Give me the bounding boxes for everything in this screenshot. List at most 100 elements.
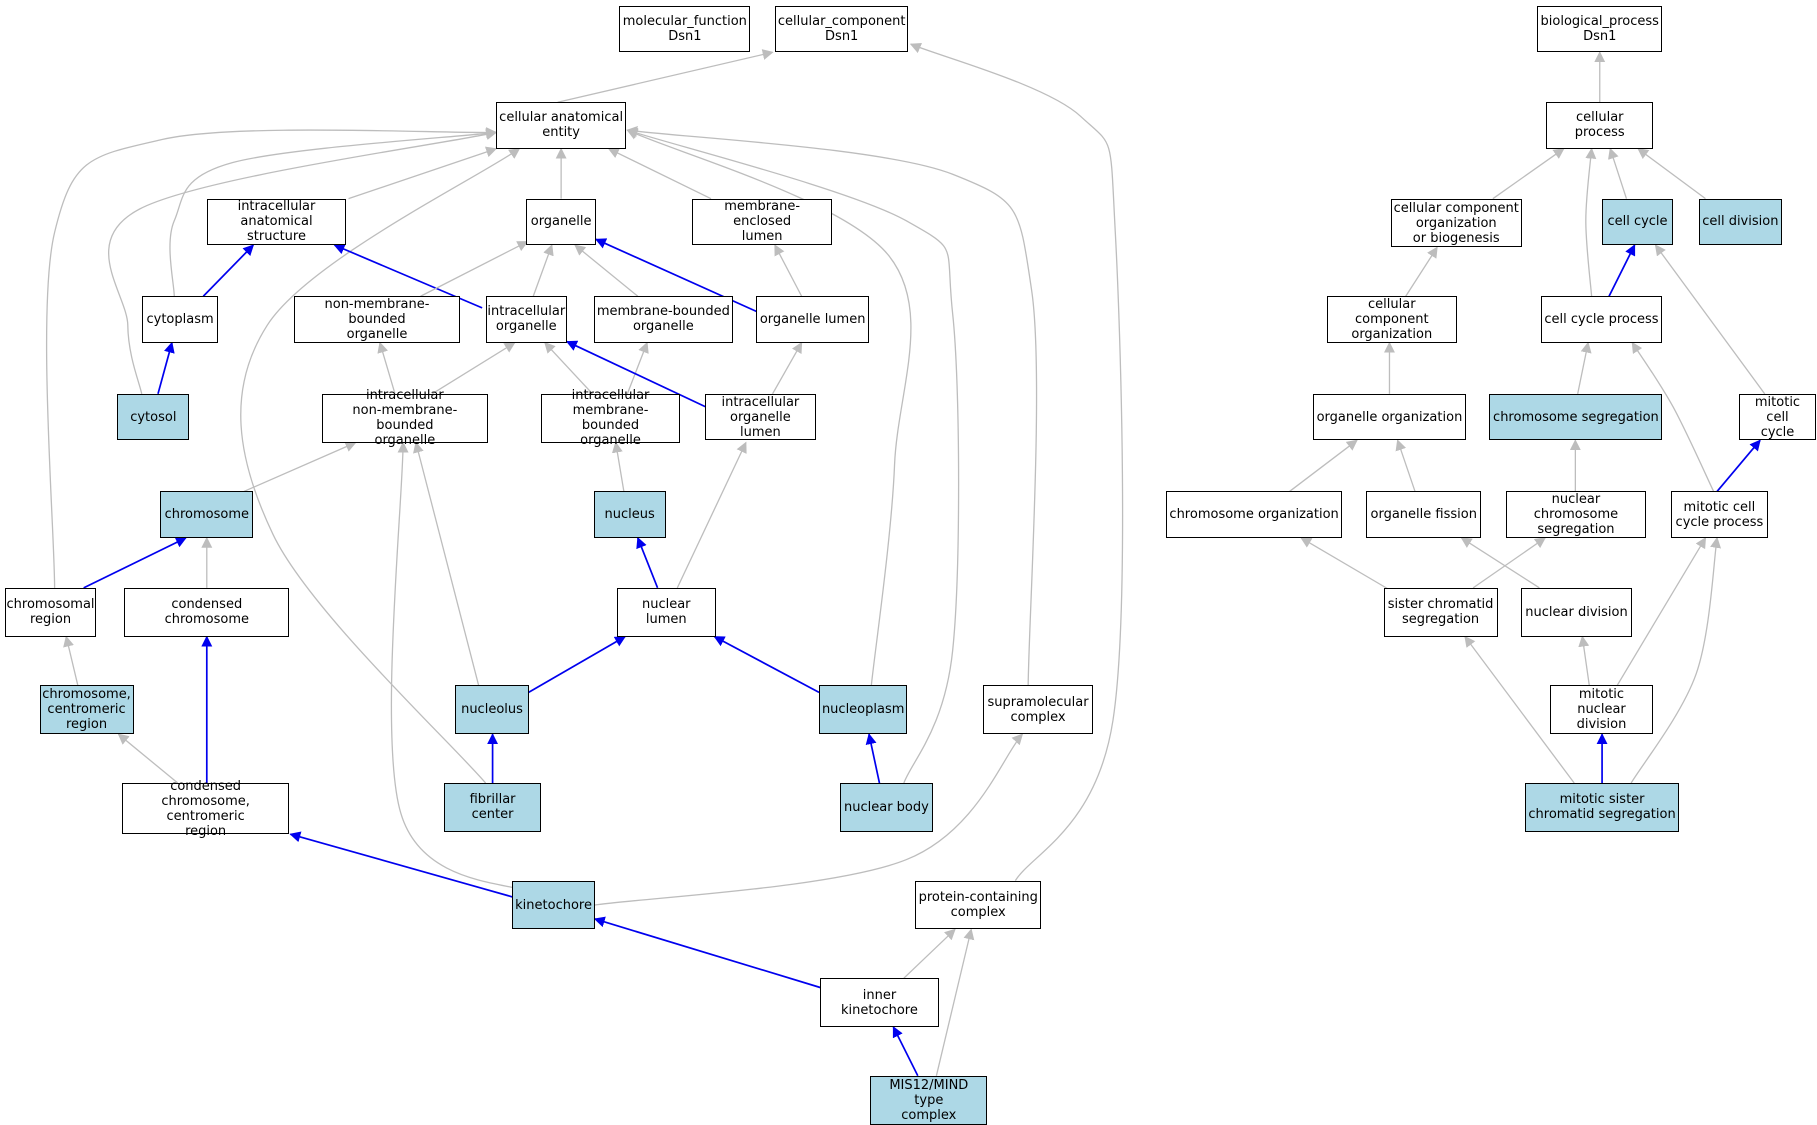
- edge-cyto-to-cae: [169, 128, 498, 297]
- node-cco[interactable]: cellular component organization: [1326, 296, 1457, 343]
- node-oorg[interactable]: organelle organization: [1312, 393, 1467, 441]
- edge-ik-to-pcc: [903, 928, 956, 979]
- edge-kin-to-inmbo: [390, 441, 538, 896]
- node-cytosol[interactable]: cytosol: [117, 393, 190, 441]
- edge-scs-to-ncs: [1472, 537, 1547, 589]
- node-cae[interactable]: cellular anatomical entity: [496, 102, 627, 149]
- node-nuc[interactable]: nucleus: [593, 491, 666, 538]
- edge-ndiv-to-ofis: [1460, 537, 1540, 589]
- node-cccr[interactable]: condensed chromosome, centromeric region: [121, 779, 290, 839]
- edge-mis12-to-ik: [892, 1026, 919, 1077]
- edge-cseg-to-ccp: [1577, 341, 1592, 394]
- node-inmbo[interactable]: intracellular non-membrane-bounded organ…: [321, 388, 488, 448]
- node-mscs[interactable]: mitotic sister chromatid segregation: [1525, 783, 1679, 832]
- edge-npl-to-nl: [713, 635, 820, 694]
- edge-chr-to-inmbo: [243, 441, 357, 493]
- node-io[interactable]: intracellular organelle: [485, 296, 567, 343]
- edge-mnd-to-ndiv: [1578, 635, 1590, 686]
- edge-ias-to-cae: [348, 146, 498, 200]
- node-mf[interactable]: molecular_function Dsn1: [619, 5, 751, 53]
- node-iol[interactable]: intracellular organelle lumen: [705, 393, 816, 441]
- node-ccp[interactable]: cell cycle process: [1540, 296, 1663, 343]
- edge-cytosol-to-cyto: [157, 341, 175, 395]
- edge-fc-to-cae: [240, 148, 521, 784]
- edge-pcc-to-cc: [909, 42, 1124, 881]
- edge-ik-to-kin: [593, 916, 821, 989]
- node-mbo[interactable]: membrane-bounded organelle: [593, 296, 734, 343]
- edge-nb-to-npl: [865, 733, 881, 784]
- node-imbo[interactable]: intracellular membrane-bounded organelle: [541, 388, 680, 448]
- edge-mccp-to-mcc: [1716, 439, 1761, 492]
- node-kin[interactable]: kinetochore: [512, 880, 595, 930]
- edge-nucleolus-to-nl: [528, 635, 626, 694]
- edge-smc-to-cae: [626, 125, 1038, 686]
- node-nl[interactable]: nuclear lumen: [616, 587, 716, 637]
- node-chr[interactable]: chromosome: [160, 491, 254, 538]
- node-cc[interactable]: cellular_component Dsn1: [774, 5, 909, 53]
- node-mis12[interactable]: MIS12/MIND type complex: [870, 1075, 988, 1125]
- edge-kin-to-smc: [594, 733, 1024, 906]
- node-cp[interactable]: cellular process: [1546, 102, 1654, 149]
- node-npl[interactable]: nucleoplasm: [819, 685, 908, 735]
- node-ias[interactable]: intracellular anatomical structure: [206, 198, 347, 246]
- node-smc[interactable]: supramolecular complex: [982, 685, 1094, 735]
- node-pcc[interactable]: protein-containing complex: [915, 880, 1041, 930]
- node-cseg[interactable]: chromosome segregation: [1489, 393, 1663, 441]
- node-scs[interactable]: sister chromatid segregation: [1383, 587, 1498, 637]
- node-ncs[interactable]: nuclear chromosome segregation: [1505, 491, 1647, 538]
- node-chreg[interactable]: chromosomal region: [4, 587, 97, 637]
- edge-mis12-to-pcc: [935, 928, 975, 1076]
- node-ofis[interactable]: organelle fission: [1366, 491, 1482, 538]
- edge-ccr-to-chreg: [63, 635, 79, 686]
- node-cyto[interactable]: cytoplasm: [141, 296, 219, 343]
- edge-ol-to-mel: [774, 244, 803, 297]
- edge-mel-to-cae: [607, 148, 712, 200]
- edge-nmbo-to-org: [420, 241, 529, 297]
- edge-cytosol-to-cae: [108, 129, 498, 394]
- node-bp[interactable]: biological_process Dsn1: [1537, 5, 1663, 53]
- node-nmbo[interactable]: non-membrane-bounded organelle: [293, 296, 461, 343]
- edge-corg-to-oorg: [1289, 439, 1358, 492]
- edge-ccp-to-cp: [1585, 147, 1597, 297]
- node-ccy[interactable]: cell cycle: [1602, 198, 1673, 246]
- node-ccob[interactable]: cellular component organization or bioge…: [1390, 198, 1522, 248]
- edge-chreg-to-chr: [83, 537, 187, 589]
- edge-cae-to-cc: [557, 49, 774, 103]
- edge-imbo-to-io: [544, 341, 593, 395]
- edge-kin-to-cccr: [289, 831, 513, 898]
- edge-mscs-to-mccp: [1630, 536, 1722, 784]
- node-org[interactable]: organelle: [526, 198, 596, 246]
- node-cchr[interactable]: condensed chromosome: [124, 587, 290, 637]
- node-ik[interactable]: inner kinetochore: [820, 978, 939, 1027]
- edge-cdiv-to-cp: [1637, 148, 1706, 200]
- node-mel[interactable]: membrane-enclosed lumen: [692, 198, 832, 246]
- edge-scs-to-corg: [1300, 537, 1395, 594]
- node-mccp[interactable]: mitotic cell cycle process: [1670, 491, 1769, 538]
- node-corg[interactable]: chromosome organization: [1166, 491, 1342, 538]
- edge-inmbo-to-nmbo: [377, 341, 396, 395]
- node-ndiv[interactable]: nuclear division: [1520, 587, 1633, 637]
- edge-io-to-org: [532, 244, 554, 297]
- node-ol[interactable]: organelle lumen: [756, 296, 869, 343]
- node-cdiv[interactable]: cell division: [1698, 198, 1783, 246]
- edge-nucleolus-to-inmbo: [413, 441, 480, 686]
- node-mnd[interactable]: mitotic nuclear division: [1549, 685, 1654, 735]
- edge-cccr-to-ccr: [117, 733, 179, 784]
- node-fc[interactable]: fibrillar center: [443, 783, 542, 832]
- edge-nb-to-cae: [626, 127, 960, 784]
- edge-ccp-to-ccy: [1608, 244, 1636, 297]
- node-ccr[interactable]: chromosome, centromeric region: [39, 685, 134, 735]
- edge-nuc-to-imbo: [611, 441, 625, 492]
- edge-iol-to-ol: [772, 341, 803, 395]
- edge-mcc-to-ccy: [1654, 244, 1766, 395]
- edge-imbo-to-mbo: [626, 341, 649, 395]
- edge-mbo-to-org: [574, 244, 639, 297]
- edge-ofis-to-oorg: [1395, 439, 1416, 492]
- edge-ccob-to-cp: [1492, 148, 1565, 200]
- node-mcc[interactable]: mitotic cell cycle: [1739, 393, 1816, 441]
- edge-cco-to-ccob: [1405, 246, 1438, 297]
- node-nucleolus[interactable]: nucleolus: [455, 685, 529, 735]
- edge-chreg-to-cae: [45, 127, 498, 588]
- node-nb[interactable]: nuclear body: [839, 783, 933, 832]
